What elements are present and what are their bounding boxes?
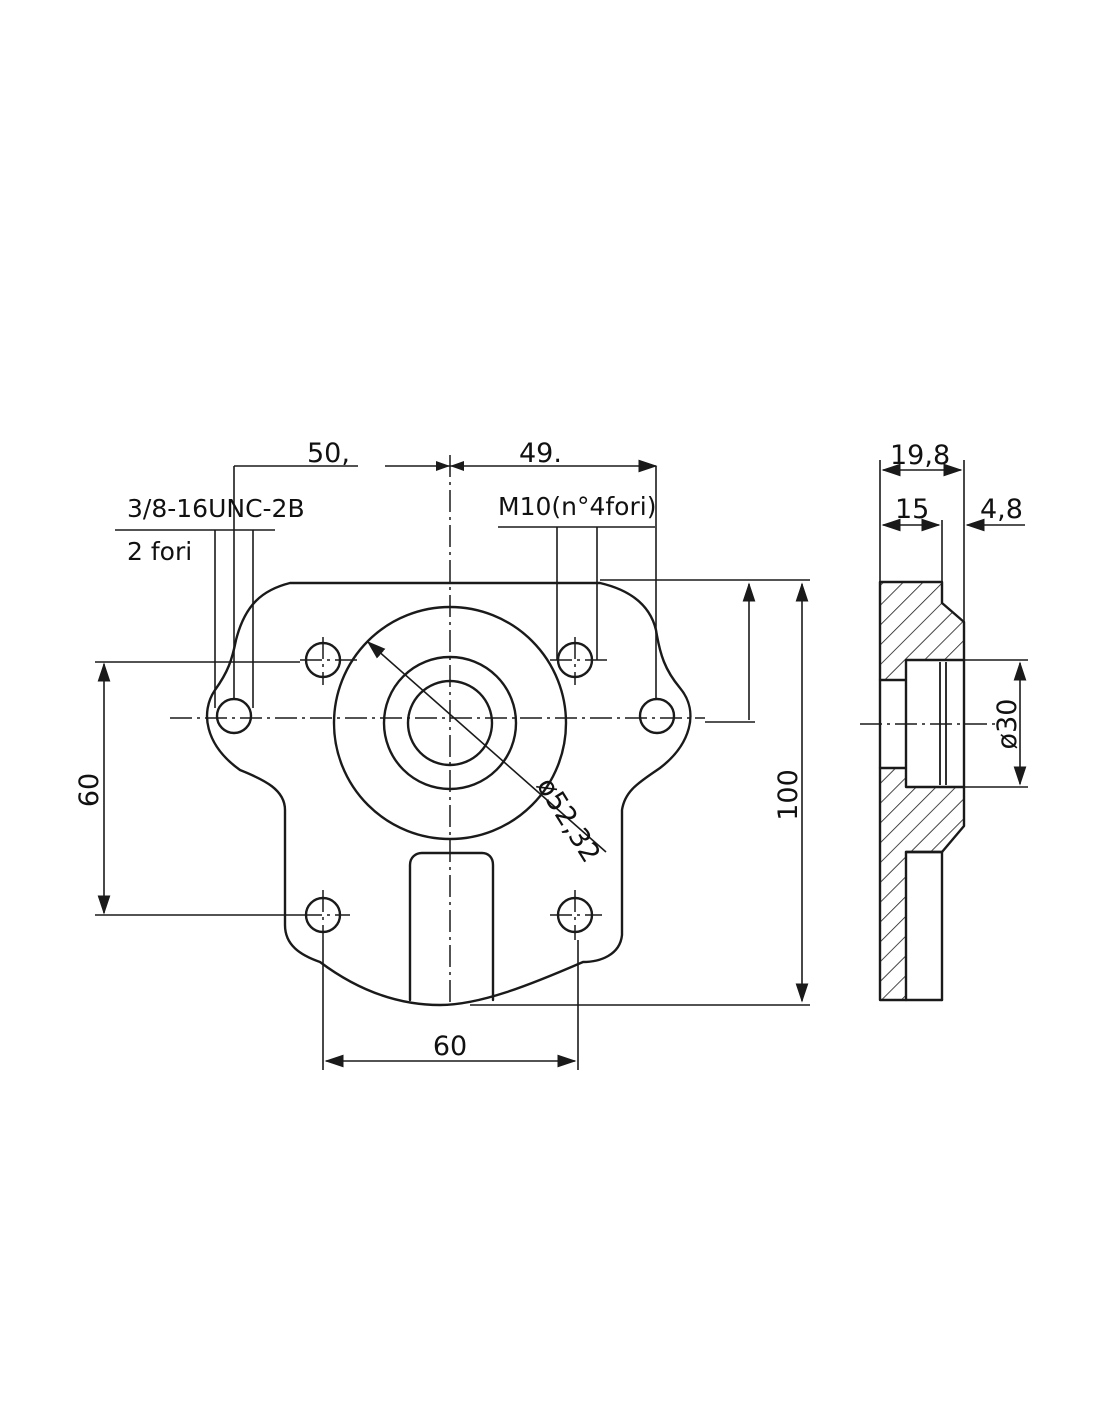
dim-4-8: 4,8 — [980, 494, 1023, 525]
metric-note: M10(n°4fori) — [498, 492, 656, 521]
top-dimensions: 50, 49. — [233, 438, 658, 700]
side-outline — [878, 580, 966, 1002]
dim-100-vertical: 100 — [773, 769, 804, 821]
dim-50: 50, — [307, 438, 350, 469]
thread-callout: 3/8-16UNC-2B 2 fori — [115, 494, 305, 708]
dim-diameter: ø52,32 — [530, 772, 606, 868]
thread-count: 2 fori — [127, 537, 192, 566]
diameter-leader — [366, 640, 607, 853]
front-view: 50, 49. 3/8-16UNC-2B 2 fori M10(n°4fori)… — [74, 438, 810, 1070]
plate-outline — [205, 581, 692, 1007]
dim-left-60: 60 — [74, 661, 300, 916]
dim-60-vertical: 60 — [74, 773, 105, 807]
dim-right-100: 100 — [470, 579, 810, 1006]
side-view: 19,8 15 4,8 ø30 — [860, 440, 1028, 1002]
dim-bore-30: ø30 — [992, 699, 1023, 750]
dim-49: 49. — [519, 438, 562, 469]
metric-callout: M10(n°4fori) — [498, 492, 656, 660]
bottom-slot — [408, 851, 495, 1002]
hole-right-unc — [638, 697, 676, 735]
center-lines — [170, 455, 705, 1005]
dim-bottom-60: 60 — [322, 940, 579, 1070]
thread-note: 3/8-16UNC-2B — [127, 494, 305, 523]
dim-15: 15 — [895, 494, 929, 525]
dim-60-horizontal: 60 — [433, 1031, 467, 1062]
hole-left-unc — [215, 697, 253, 735]
dim-19-8: 19,8 — [890, 440, 950, 471]
section-hatch — [880, 582, 964, 1000]
